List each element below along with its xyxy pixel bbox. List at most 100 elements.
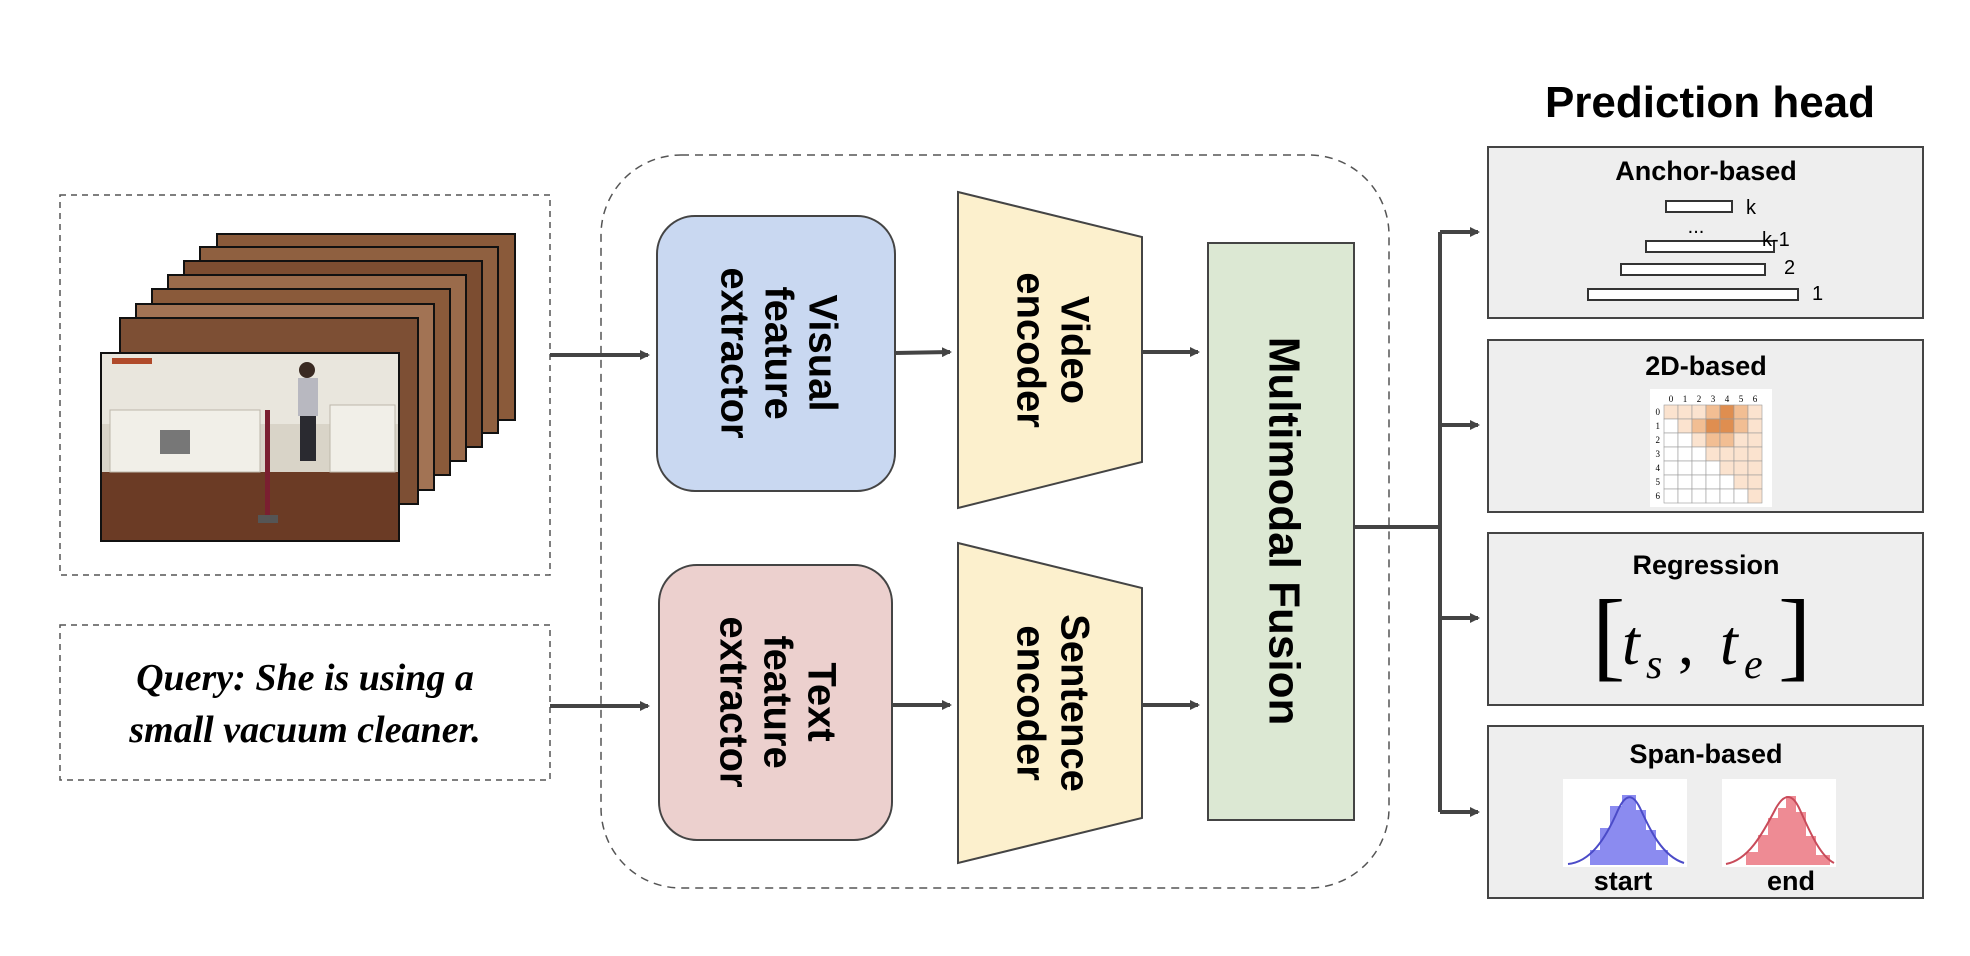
anchor-bars xyxy=(1587,200,1799,301)
anchor-bar-2 xyxy=(1620,263,1766,276)
map-col-label: 1 xyxy=(1683,394,1688,404)
map-cell xyxy=(1719,404,1735,420)
anchor-label-k-1: k-1 xyxy=(1762,229,1790,251)
map-cell xyxy=(1747,404,1763,420)
span-based-panel xyxy=(1487,725,1924,899)
map-cell xyxy=(1663,474,1679,490)
end-histogram xyxy=(1732,796,1830,865)
map-cell xyxy=(1691,404,1707,420)
query-box xyxy=(59,624,551,781)
formula-t-end: t xyxy=(1720,607,1740,678)
map-cell xyxy=(1677,474,1693,490)
map-cell xyxy=(1719,460,1735,476)
map-cell xyxy=(1747,446,1763,462)
anchor-label-2: 2 xyxy=(1784,257,1795,279)
query-text-line1: Query: She is using a xyxy=(136,657,474,699)
2d-based-title: 2D-based xyxy=(1645,351,1767,381)
map-cell xyxy=(1705,446,1721,462)
visual-extractor-line3: extractor xyxy=(712,267,756,438)
map-cell xyxy=(1705,488,1721,504)
end-density-curve xyxy=(1725,796,1835,865)
visual-extractor-line2: feature xyxy=(756,286,800,419)
front-video-frame xyxy=(100,352,400,542)
text-extractor-line1: Text xyxy=(799,662,843,741)
map-cell xyxy=(1733,488,1749,504)
video-encoder-line2: encoder xyxy=(1008,272,1052,428)
anchor-bar-1 xyxy=(1587,288,1799,301)
text-extractor-line3: extractor xyxy=(711,616,755,787)
video-encoder-line1: Video xyxy=(1052,296,1096,404)
map-col-label: 3 xyxy=(1711,394,1716,404)
map-cell xyxy=(1747,460,1763,476)
formula-close-bracket: ] xyxy=(1778,579,1811,690)
flow-arrows xyxy=(550,227,1480,817)
regression-formula: [ t s , t e ] xyxy=(1592,579,1811,690)
map-row-label: 3 xyxy=(1656,449,1661,459)
end-label: end xyxy=(1767,866,1815,896)
end-distribution-plot: end xyxy=(1722,779,1836,896)
map-col-label: 4 xyxy=(1725,394,1730,404)
formula-subscript-s: s xyxy=(1646,642,1662,688)
anchor-bar-k-1 xyxy=(1645,240,1775,253)
map-cell xyxy=(1719,446,1735,462)
map-cell xyxy=(1677,488,1693,504)
map-cell xyxy=(1733,446,1749,462)
anchor-based-title: Anchor-based xyxy=(1615,156,1797,186)
map-cell xyxy=(1747,418,1763,434)
start-histogram xyxy=(1574,795,1684,865)
map-cell xyxy=(1705,460,1721,476)
map-cell xyxy=(1663,404,1679,420)
map-cell xyxy=(1705,418,1721,434)
map-cell xyxy=(1747,474,1763,490)
arrow-extractor-to-video-encoder xyxy=(894,347,952,358)
anchor-bar-k xyxy=(1665,200,1733,213)
map-cell xyxy=(1733,474,1749,490)
text-extractor-label: Text feature extractor xyxy=(711,616,843,787)
map-cell xyxy=(1663,460,1679,476)
sentence-encoder-label: Sentence encoder xyxy=(1008,614,1096,792)
map-cell xyxy=(1719,474,1735,490)
map-row-label: 4 xyxy=(1656,463,1661,473)
map-cell xyxy=(1677,446,1693,462)
start-label: start xyxy=(1594,866,1653,896)
video-encoder xyxy=(957,190,1143,510)
text-extractor-line2: feature xyxy=(755,635,799,768)
map-cell xyxy=(1719,432,1735,448)
multimodal-fusion-block xyxy=(1207,242,1355,821)
map-cell xyxy=(1719,488,1735,504)
formula-open-bracket: [ xyxy=(1592,579,1625,690)
sentence-encoder-line2: encoder xyxy=(1008,625,1052,781)
map-cell xyxy=(1663,432,1679,448)
map-col-label: 5 xyxy=(1739,394,1744,404)
map-cell xyxy=(1691,460,1707,476)
map-cell xyxy=(1705,474,1721,490)
visual-feature-extractor xyxy=(656,215,896,492)
map-cell xyxy=(1677,404,1693,420)
map-col-label: 2 xyxy=(1697,394,1702,404)
video-frames-stack xyxy=(100,233,516,542)
start-density-curve xyxy=(1567,796,1685,865)
map-cell xyxy=(1733,460,1749,476)
map-cell xyxy=(1663,418,1679,434)
map-row-label: 2 xyxy=(1656,435,1661,445)
map-cell xyxy=(1733,418,1749,434)
query-text-line2: small vacuum cleaner. xyxy=(128,709,481,751)
map-row-label: 1 xyxy=(1656,421,1661,431)
2d-score-map xyxy=(1663,404,1763,504)
map-cell xyxy=(1677,460,1693,476)
video-encoder-label: Video encoder xyxy=(1008,272,1096,428)
map-cell xyxy=(1747,488,1763,504)
visual-extractor-line1: Visual xyxy=(800,294,844,411)
regression-title: Regression xyxy=(1632,550,1779,580)
map-col-label: 6 xyxy=(1753,394,1758,404)
map-cell xyxy=(1663,446,1679,462)
map-cell xyxy=(1719,418,1735,434)
map-cell xyxy=(1691,432,1707,448)
start-distribution-plot: start xyxy=(1563,779,1687,896)
map-cell xyxy=(1733,404,1749,420)
text-feature-extractor xyxy=(658,564,893,841)
map-cell xyxy=(1691,418,1707,434)
regression-panel xyxy=(1487,532,1924,706)
model-container xyxy=(600,154,1390,889)
